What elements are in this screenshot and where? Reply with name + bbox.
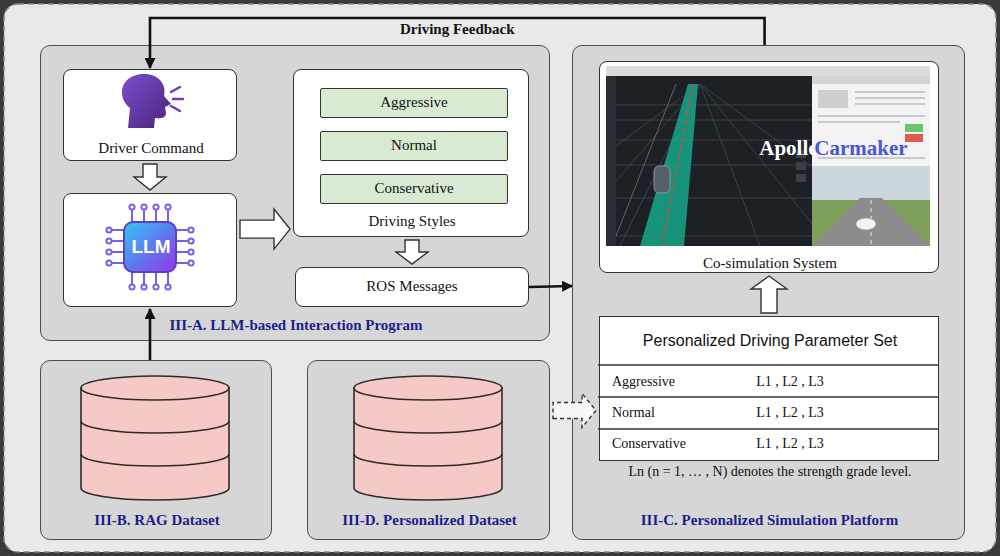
- node-text: Co-simulation System: [600, 255, 940, 272]
- arrow-line: [529, 286, 572, 287]
- style-option: Normal: [320, 131, 508, 161]
- table-cell: L1 , L2 , L3: [700, 374, 880, 390]
- style-option: Aggressive: [320, 88, 508, 118]
- node-text: ROS Messages: [366, 278, 457, 295]
- block-arrow: [553, 394, 596, 428]
- node-text: Carmaker: [811, 136, 911, 160]
- section-panel: III-A. LLM-based Interaction Program Driv…: [40, 45, 550, 341]
- node-text: Aggressive: [380, 94, 448, 111]
- table-note: Ln (n = 1, … , N) denotes the strength g…: [590, 464, 950, 480]
- node-text: Driving Styles: [294, 213, 530, 230]
- style-option: Conservative: [320, 174, 508, 204]
- dataset-panel: III-D. Personalized Dataset: [307, 360, 550, 540]
- database-cylinder: [354, 376, 502, 500]
- table-cell: L1 , L2 , L3: [700, 405, 880, 421]
- table-cell: Normal: [612, 405, 732, 421]
- node-text: Personalized Driving Parameter Set: [600, 332, 940, 350]
- database-cylinder: [81, 376, 229, 500]
- simulation-box: ApolloCarmakerCo-simulation System: [599, 61, 939, 273]
- speaker-icon: [122, 74, 183, 128]
- block-arrow: [751, 276, 787, 313]
- table-cell: Conservative: [612, 436, 732, 452]
- node-text: LLM: [64, 236, 238, 258]
- table-cell: Aggressive: [612, 374, 732, 390]
- arrow-line: [149, 309, 152, 360]
- message-box: ROS Messages: [295, 267, 529, 307]
- node-text: III-A. LLM-based Interaction Program: [41, 317, 551, 334]
- simulation-screenshot: [480, 66, 930, 246]
- node-text: Conservative: [374, 180, 453, 197]
- block-arrow: [240, 209, 290, 249]
- node-text: Normal: [391, 137, 437, 154]
- node-text: Driver Command: [64, 140, 238, 157]
- dataset-panel: III-B. RAG Dataset: [40, 360, 272, 540]
- model-box: LLM: [63, 193, 237, 307]
- style-group-box: Driving Styles AggressiveNormalConservati…: [293, 69, 529, 237]
- edge-label: Driving Feedback: [337, 21, 577, 38]
- arrow-line: [150, 18, 765, 68]
- parameter-table: Personalized Driving Parameter Set: [599, 316, 939, 461]
- node-text: III-B. RAG Dataset: [41, 512, 273, 529]
- section-panel: III-C. Personalized Simulation Platform A…: [572, 45, 965, 540]
- input-box: Driver Command: [63, 69, 237, 161]
- table-cell: L1 , L2 , L3: [700, 436, 880, 452]
- node-text: III-D. Personalized Dataset: [308, 512, 551, 529]
- block-arrow: [134, 164, 166, 190]
- node-text: III-C. Personalized Simulation Platform: [573, 512, 966, 529]
- table-rule: [598, 365, 938, 429]
- block-arrow: [396, 240, 428, 264]
- chip-icon: [106, 204, 193, 289]
